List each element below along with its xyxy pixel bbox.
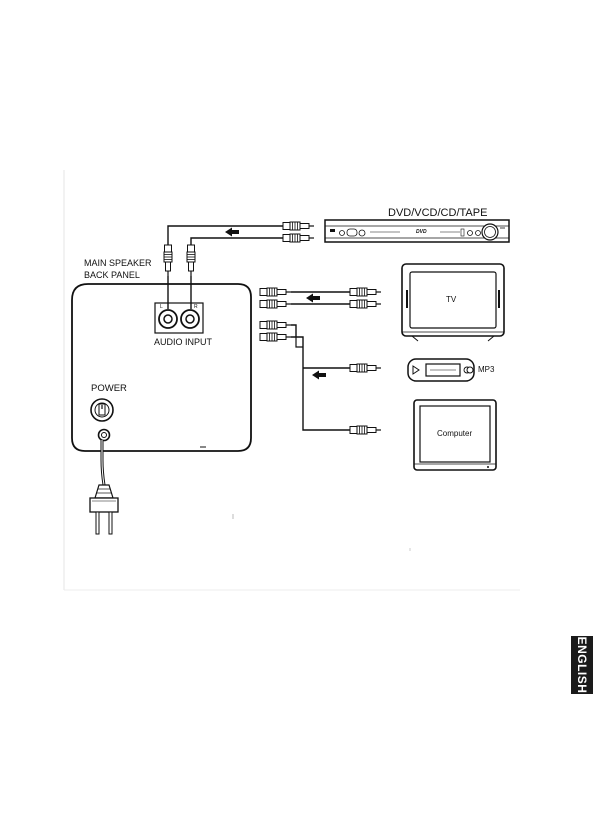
power-button bbox=[91, 399, 113, 421]
tv-cables bbox=[260, 288, 381, 308]
mp3-player bbox=[408, 359, 474, 381]
power-label: POWER bbox=[91, 383, 127, 394]
tv-label: TV bbox=[446, 295, 457, 304]
language-tab-label: ENGLISH bbox=[575, 637, 589, 694]
dvd-source-label: DVD/VCD/CD/TAPE bbox=[388, 207, 487, 219]
power-plug bbox=[90, 440, 118, 534]
signal-arrow-dvd bbox=[225, 228, 239, 237]
signal-arrow-mp3 bbox=[312, 371, 326, 380]
audio-input-label: AUDIO INPUT bbox=[154, 337, 213, 347]
jack-right-label: R bbox=[194, 304, 198, 310]
computer-label: Computer bbox=[437, 429, 472, 438]
jack-left-label: L bbox=[160, 304, 163, 310]
signal-arrow-tv bbox=[306, 294, 320, 303]
speaker-label-line1: MAIN SPEAKER bbox=[84, 258, 152, 268]
mp3-computer-cables bbox=[260, 321, 381, 434]
dvd-player: DVD bbox=[325, 220, 509, 242]
dvd-logo: DVD bbox=[416, 229, 427, 235]
mp3-label: MP3 bbox=[478, 365, 495, 374]
speaker-label-line2: BACK PANEL bbox=[84, 270, 140, 280]
power-cord-grommet bbox=[99, 430, 110, 441]
